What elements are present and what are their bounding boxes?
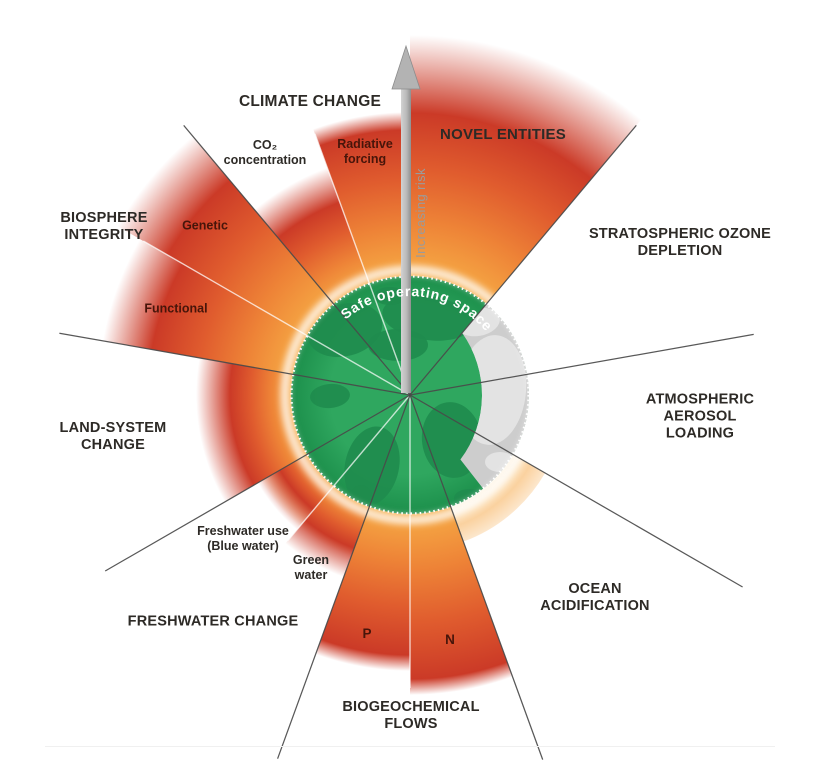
- subdivider-line-150: [142, 240, 411, 396]
- continent: [310, 383, 350, 409]
- sector-line-130: [183, 124, 411, 396]
- wedge-nitrogen: [410, 505, 513, 695]
- subdivider-line-110: [314, 133, 411, 396]
- sector-line-50: [409, 124, 637, 396]
- wedge-functional: [102, 239, 308, 375]
- continent: [374, 287, 406, 305]
- sector-line-170: [59, 332, 411, 396]
- subdivider-line-230: [287, 394, 411, 541]
- sector-line-290: [409, 394, 544, 760]
- risk-arrow-shaft: [401, 89, 411, 393]
- ocean-acidification-glow: [450, 453, 546, 542]
- wedge-co2-concentration: [254, 167, 370, 305]
- wedge-phosphorus: [315, 505, 410, 671]
- wedge-land-system: [196, 357, 308, 502]
- continent: [307, 303, 383, 357]
- sector-line-210: [104, 394, 411, 572]
- sector-line-10: [409, 333, 754, 396]
- continent: [368, 329, 428, 361]
- wedge-radiative-forcing: [313, 112, 410, 285]
- bottom-hairline: [45, 746, 775, 747]
- sector-line-330: [409, 394, 743, 588]
- risk-arrow-head: [391, 44, 421, 90]
- wedge-genetic: [117, 136, 335, 336]
- increasing-risk-label: Increasing risk: [413, 168, 428, 258]
- wedge-novel-entities: [410, 35, 642, 305]
- sector-line-250: [277, 394, 411, 759]
